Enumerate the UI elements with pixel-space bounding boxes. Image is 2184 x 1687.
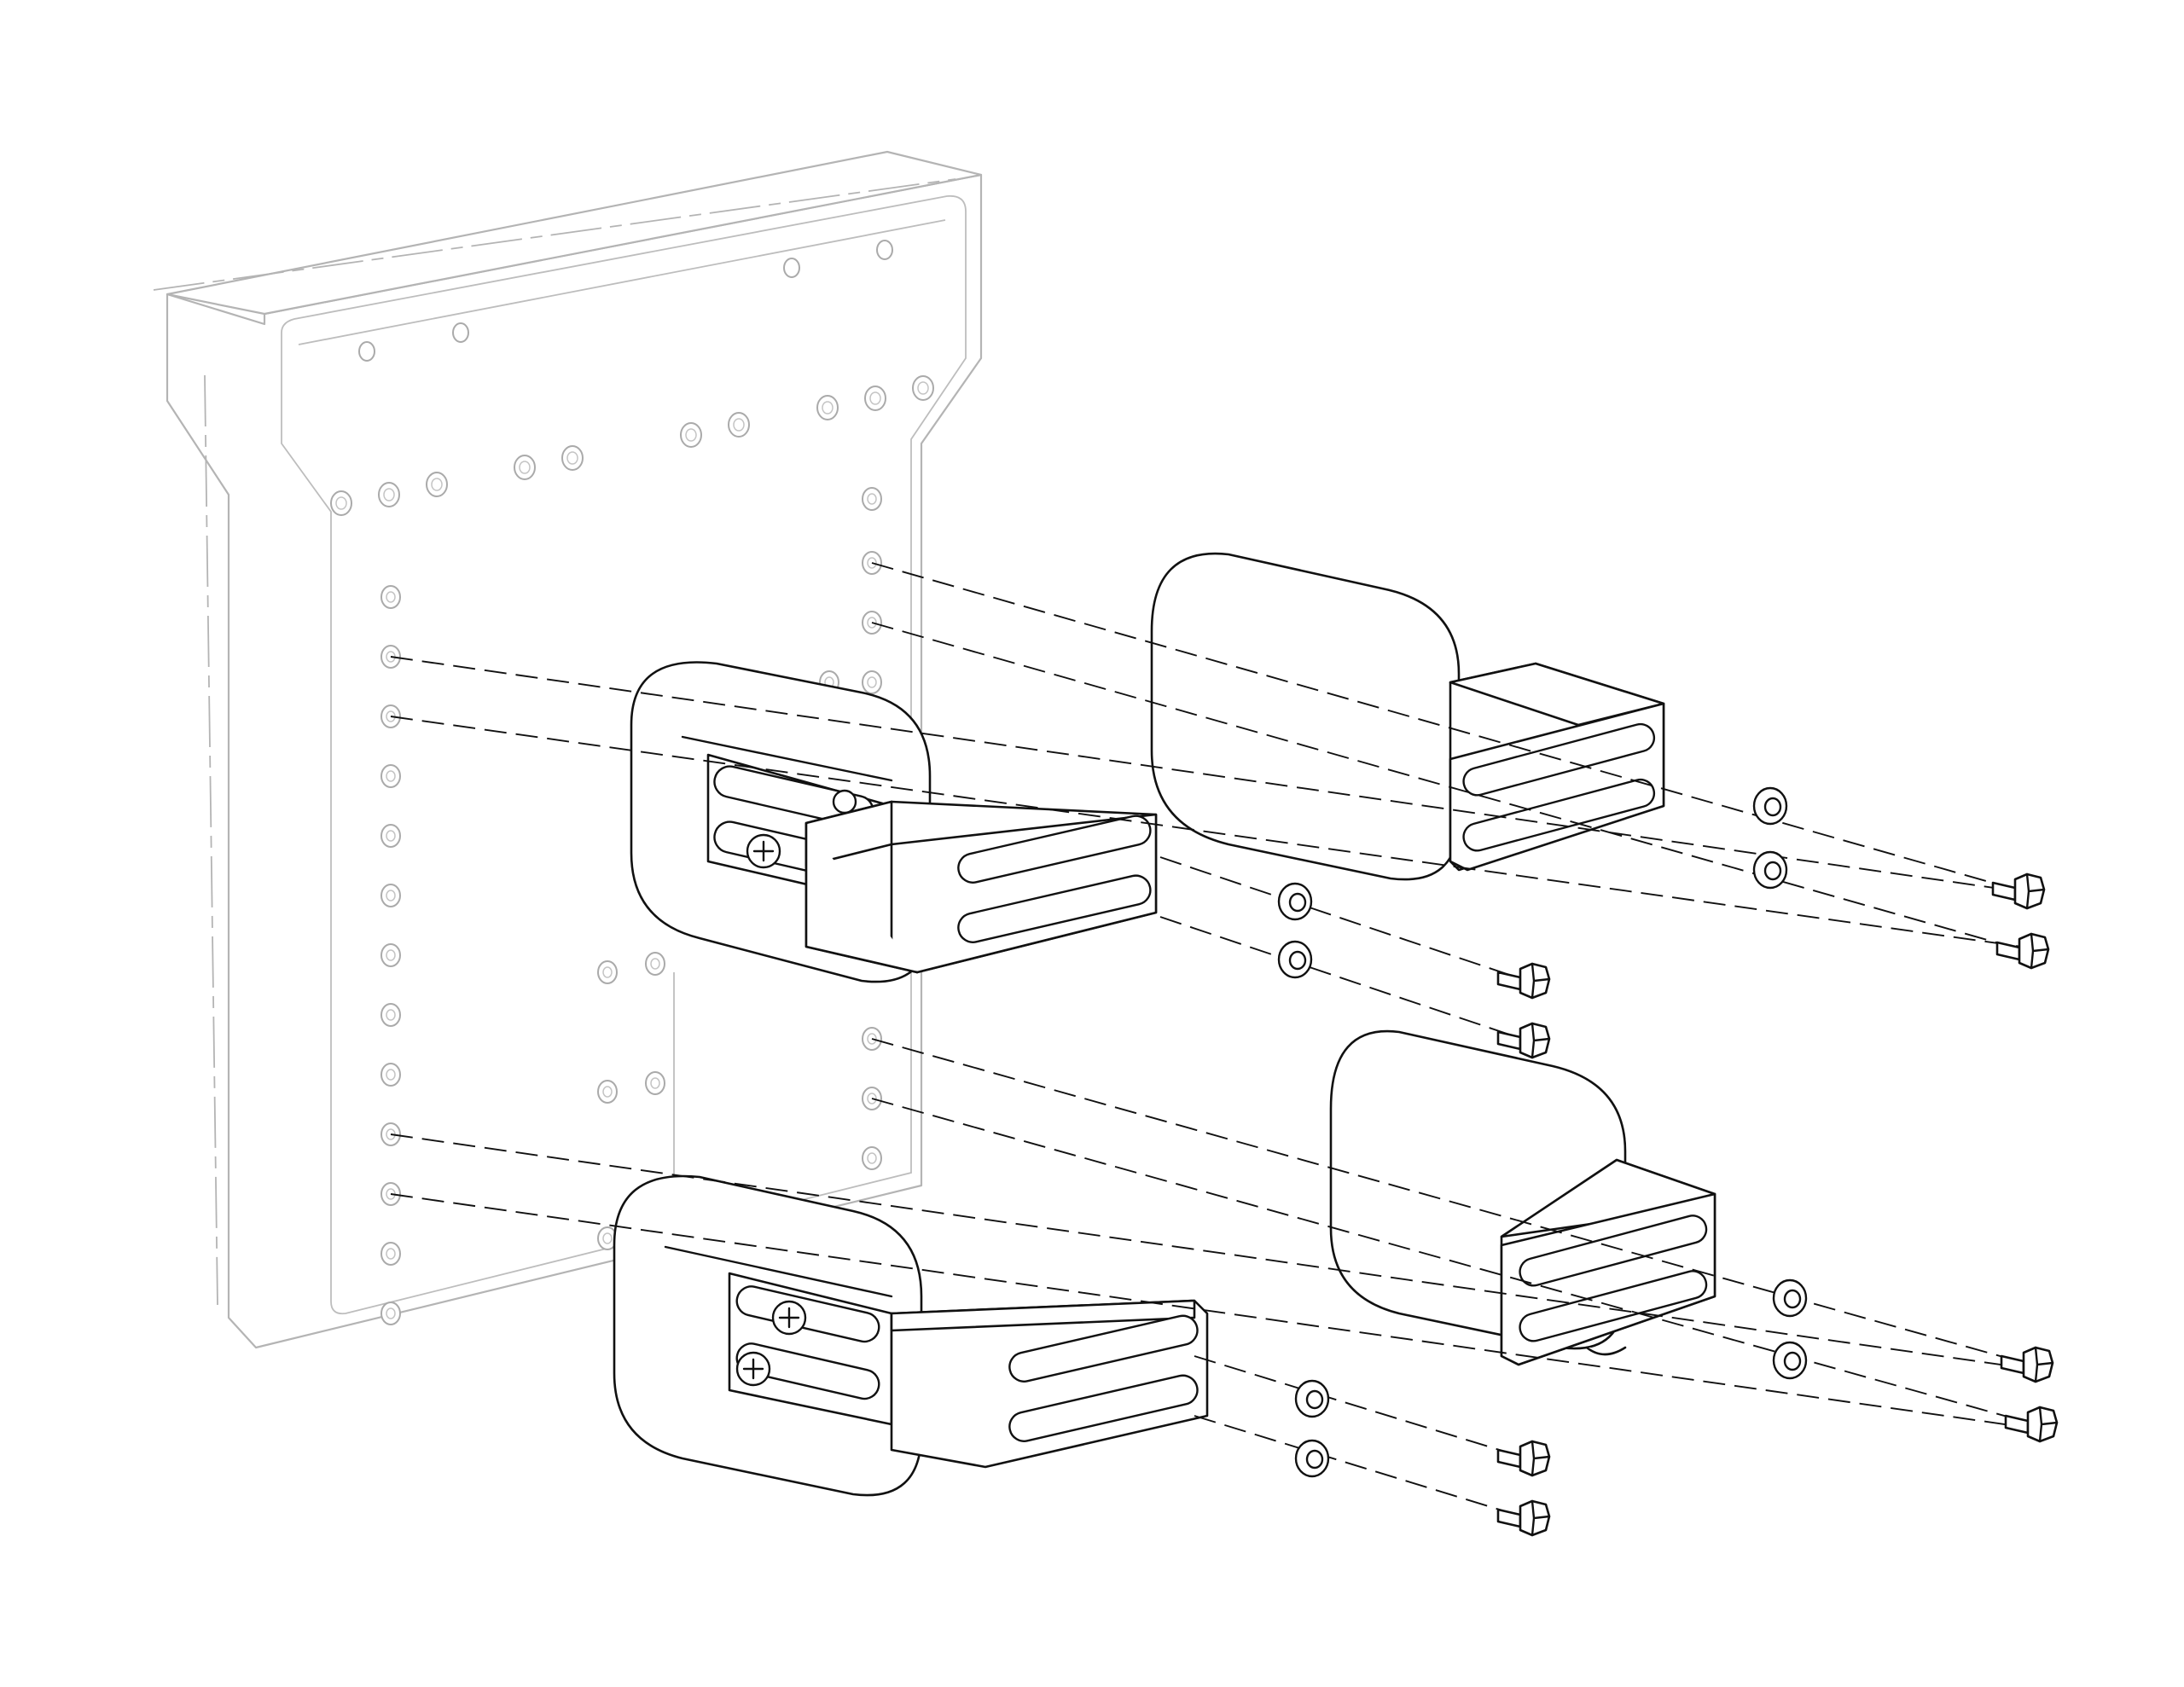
bracket-lower-right bbox=[1329, 1029, 1716, 1366]
bolt-4 bbox=[1995, 932, 2050, 970]
washer-1 bbox=[1277, 882, 1313, 921]
washer-7 bbox=[1772, 1278, 1808, 1318]
bolt-5 bbox=[1496, 1440, 1551, 1477]
bolt-1 bbox=[1496, 962, 1551, 1000]
bracket-upper-right bbox=[1150, 552, 1665, 881]
bolt-8 bbox=[2004, 1406, 2059, 1443]
washer-2 bbox=[1277, 940, 1313, 979]
assembly-axes bbox=[390, 562, 2036, 1519]
washer-6 bbox=[1294, 1439, 1330, 1478]
washer-5 bbox=[1294, 1379, 1330, 1418]
washer-8 bbox=[1772, 1341, 1808, 1380]
bracket-lower-left bbox=[613, 1174, 1209, 1497]
bolt-6 bbox=[1496, 1499, 1551, 1537]
washer-3 bbox=[1752, 786, 1788, 826]
washer-4 bbox=[1752, 850, 1788, 890]
bracket-upper-left bbox=[630, 661, 1158, 983]
bolt-7 bbox=[2000, 1346, 2054, 1383]
fastener-set-upper-right bbox=[1752, 786, 2050, 970]
bolt-3 bbox=[1991, 872, 2046, 910]
bolt-2 bbox=[1496, 1022, 1551, 1059]
